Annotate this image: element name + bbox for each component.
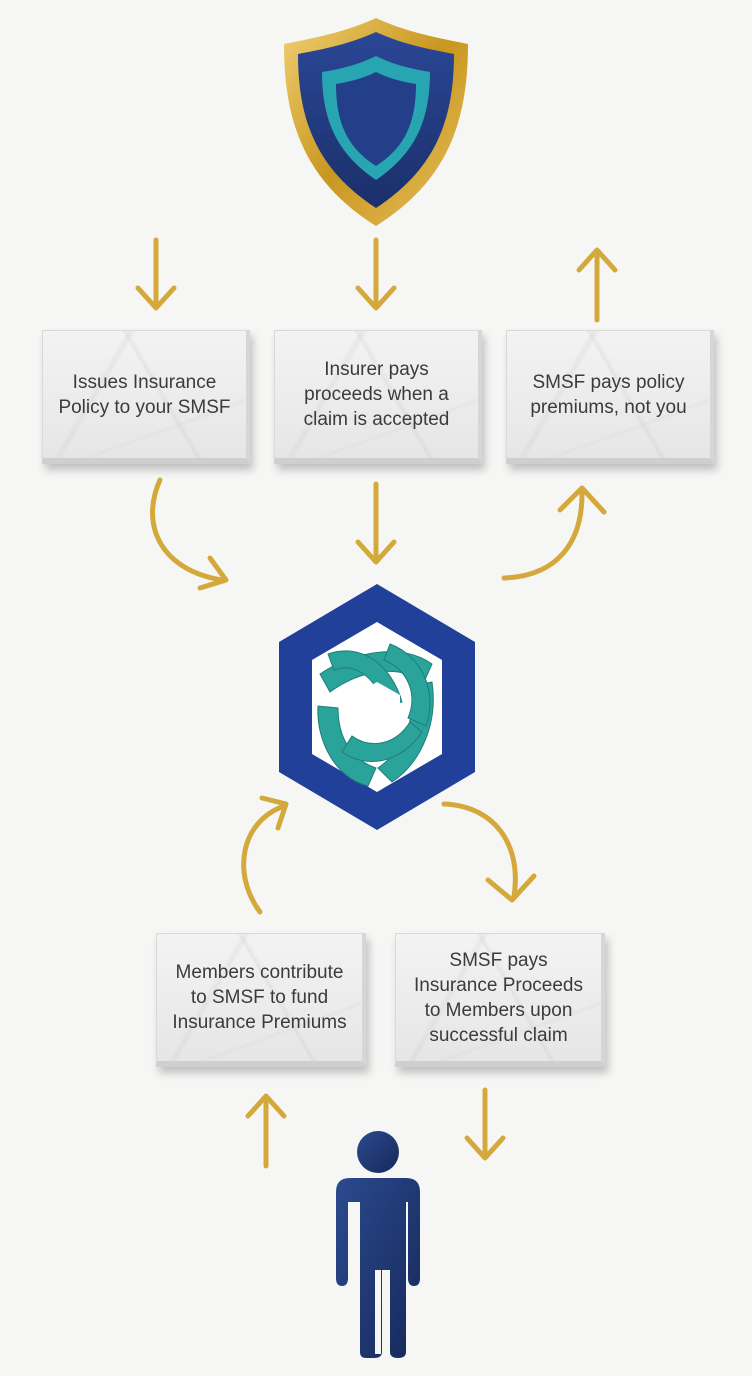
card-members-contribute: Members contribute to SMSF to fund Insur… xyxy=(156,933,366,1067)
card-issues-policy-label: Issues Insurance Policy to your SMSF xyxy=(58,371,231,418)
arrow-down-icon xyxy=(135,237,177,311)
arrow-up-icon xyxy=(245,1093,287,1169)
card-issues-policy: Issues Insurance Policy to your SMSF xyxy=(42,330,250,464)
arrow-down-icon xyxy=(355,481,397,565)
card-smsf-pays-premiums-label: SMSF pays policy premiums, not you xyxy=(530,371,687,418)
arrow-down-icon xyxy=(464,1087,506,1161)
card-smsf-pays-proceeds: SMSF pays Insurance Proceeds to Members … xyxy=(395,933,605,1067)
curved-arrow-icon xyxy=(150,477,229,591)
shield-icon xyxy=(284,18,468,226)
card-insurer-pays: Insurer pays proceeds when a claim is ac… xyxy=(274,330,482,464)
arrow-down-icon xyxy=(355,237,397,311)
card-insurer-pays-label: Insurer pays proceeds when a claim is ac… xyxy=(303,359,450,430)
curved-arrow-icon xyxy=(441,801,537,903)
card-members-contribute-label: Members contribute to SMSF to fund Insur… xyxy=(172,962,347,1033)
person-icon xyxy=(336,1131,420,1358)
arrow-up-icon xyxy=(576,247,618,323)
card-smsf-pays-proceeds-label: SMSF pays Insurance Proceeds to Members … xyxy=(414,949,583,1046)
curved-arrow-icon xyxy=(241,795,289,915)
curved-arrow-icon xyxy=(501,485,607,581)
hexagon-logo-icon xyxy=(279,584,475,830)
card-smsf-pays-premiums: SMSF pays policy premiums, not you xyxy=(506,330,714,464)
